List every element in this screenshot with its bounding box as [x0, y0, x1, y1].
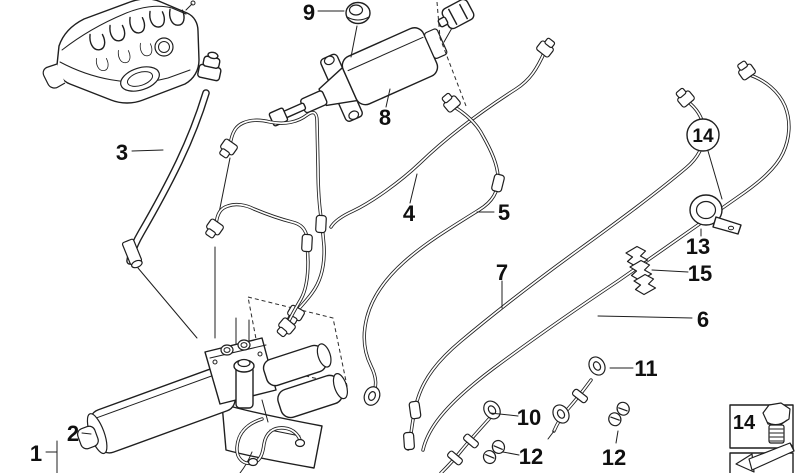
exchange-arrow-icon	[735, 442, 795, 473]
pipe-5-drawing	[360, 90, 506, 409]
callout-labels: 1 2 3 4 5 6 7 8 9 10 11 12 12 13 15	[30, 0, 712, 470]
pipe-dogleg-a-drawing	[215, 110, 328, 327]
hydraulic-unit-drawing	[76, 337, 349, 473]
banjo-bolt-icon	[247, 457, 259, 467]
circle-badge-14: 14	[686, 118, 723, 200]
callout-4: 4	[403, 201, 416, 226]
legend-label-14: 14	[733, 412, 756, 434]
bracket-10-drawing	[439, 397, 505, 473]
callout-9: 9	[303, 0, 315, 25]
line-connector	[437, 0, 475, 30]
pump-motor	[262, 343, 332, 387]
intake-manifold-drawing	[42, 0, 200, 104]
slave-cylinder-drawing	[268, 0, 475, 127]
hose-union-fitting	[197, 51, 222, 82]
callout-2: 2	[67, 421, 79, 446]
filler-cap-icon	[154, 37, 174, 57]
callout-3: 3	[116, 140, 128, 165]
pipe-7-drawing	[402, 85, 706, 451]
callout-10: 10	[517, 405, 541, 430]
callout-13: 13	[686, 234, 710, 259]
callout-5: 5	[498, 200, 510, 225]
callout-8: 8	[379, 105, 391, 130]
callout-12-left: 12	[519, 444, 543, 469]
oval-boss	[120, 66, 160, 92]
callout-12-right: 12	[602, 445, 626, 470]
clip-12-right-drawing	[603, 399, 635, 429]
callout-leaders	[45, 10, 702, 473]
callout-7: 7	[496, 260, 508, 285]
circle-badge-label: 14	[692, 126, 714, 147]
clutch-hose-drawing	[121, 51, 222, 269]
pipe-clamp-drawing	[689, 194, 742, 235]
cap-nut-drawing	[345, 1, 371, 58]
hose-end-sleeve	[121, 238, 143, 269]
banjo-bolt-icon	[294, 438, 306, 448]
reservoir-cap	[233, 358, 255, 409]
callout-6: 6	[697, 307, 709, 332]
callout-11: 11	[634, 356, 657, 381]
callout-15: 15	[688, 261, 712, 286]
hex-bolt-icon	[762, 402, 791, 444]
legend-box: 14	[729, 402, 795, 473]
bracket-11-drawing	[547, 353, 609, 440]
callout-1: 1	[30, 441, 42, 466]
pipe-6-drawing	[421, 58, 791, 452]
accumulator-cylinder	[76, 367, 236, 455]
